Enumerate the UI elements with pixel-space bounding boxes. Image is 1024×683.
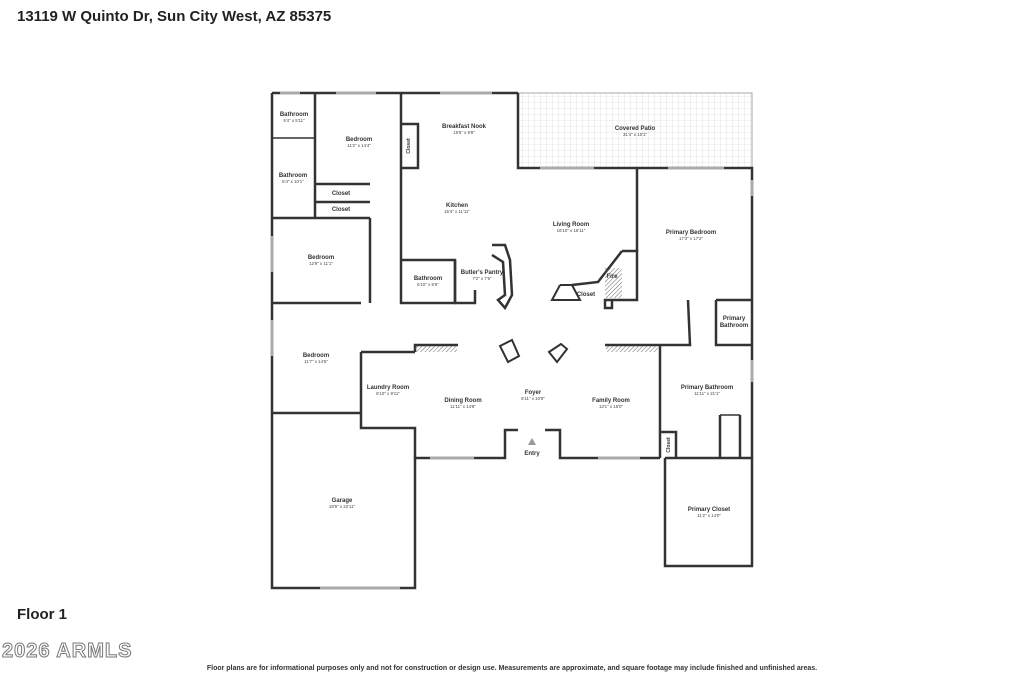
svg-text:6'11" x 10'9": 6'11" x 10'9" <box>521 396 545 401</box>
room-primary-bathroom: Primary Bathroom <box>681 385 733 391</box>
svg-text:Bathroom: Bathroom <box>720 323 748 329</box>
room-dining-room: Dining Room <box>444 398 481 404</box>
room-closet-primary: Closet <box>666 437 672 453</box>
svg-text:6'10" x 5'6": 6'10" x 5'6" <box>417 282 439 287</box>
svg-text:31'4" x 10'1": 31'4" x 10'1" <box>623 132 648 137</box>
room-garage: Garage <box>332 498 353 504</box>
room-fire: Fire <box>606 274 618 280</box>
svg-text:15'4" x 11'11": 15'4" x 11'11" <box>444 209 470 214</box>
svg-text:5'4" x 5'11": 5'4" x 5'11" <box>283 118 305 123</box>
svg-text:15'5" x 9'9": 15'5" x 9'9" <box>453 130 475 135</box>
entry-arrow-icon <box>528 438 536 445</box>
room-primary-closet: Primary Closet <box>688 507 730 513</box>
room-kitchen: Kitchen <box>446 203 468 209</box>
counter-right-hatch <box>606 346 658 352</box>
svg-text:13'1" x 15'0": 13'1" x 15'0" <box>599 404 624 409</box>
room-primary-bathroom-small: Primary <box>723 316 746 322</box>
foyer-column-right <box>547 342 569 364</box>
svg-text:16'10" x 16'11": 16'10" x 16'11" <box>557 228 586 233</box>
room-closet-a: Closet <box>332 191 350 197</box>
room-bedroom-top: Bedroom <box>346 137 372 143</box>
room-foyer: Foyer <box>525 390 542 396</box>
room-closet-b: Closet <box>332 207 350 213</box>
room-butlers-pantry: Butler's Pantry <box>461 270 504 276</box>
svg-text:11'2" x 14'4": 11'2" x 14'4" <box>347 143 371 148</box>
room-closet-kitchen: Closet <box>406 138 412 154</box>
room-living-room: Living Room <box>553 222 589 228</box>
room-bedroom-low: Bedroom <box>303 353 329 359</box>
svg-text:12'9" x 11'1": 12'9" x 11'1" <box>309 261 333 266</box>
listing-address: 13119 W Quinto Dr, Sun City West, AZ 853… <box>17 8 332 25</box>
room-bedroom-mid: Bedroom <box>308 255 334 261</box>
svg-text:11'11" x 21'1": 11'11" x 21'1" <box>694 391 720 396</box>
room-labels: Bathroom 5'4" x 5'11" Bedroom 11'2" x 14… <box>279 112 748 518</box>
room-entry: Entry <box>524 451 540 457</box>
svg-text:11'11" x 14'8": 11'11" x 14'8" <box>450 404 476 409</box>
room-closet-fire: Closet <box>577 292 595 298</box>
counter-left-hatch <box>415 346 457 352</box>
svg-text:6'10" x 9'11": 6'10" x 9'11" <box>376 391 400 396</box>
room-primary-bedroom: Primary Bedroom <box>666 230 716 236</box>
disclaimer-text: Floor plans are for informational purpos… <box>206 665 818 672</box>
room-bathroom-b: Bathroom <box>279 173 307 179</box>
svg-text:17'3" x 17'2": 17'3" x 17'2" <box>679 236 704 241</box>
floor-label: Floor 1 <box>17 606 68 623</box>
room-bathroom-a: Bathroom <box>280 112 308 118</box>
fireplace-hatch <box>605 268 622 298</box>
room-bathroom-c: Bathroom <box>414 276 442 282</box>
armls-watermark: 2026 ARMLS <box>1 640 133 663</box>
covered-patio-area <box>517 92 753 169</box>
windows <box>270 91 754 590</box>
foyer-column-left <box>498 338 521 364</box>
svg-text:5'4" x 10'1": 5'4" x 10'1" <box>282 179 304 184</box>
room-covered-patio: Covered Patio <box>615 126 656 132</box>
svg-text:18'9" x 22'11": 18'9" x 22'11" <box>329 504 356 509</box>
room-breakfast-nook: Breakfast Nook <box>442 124 487 130</box>
room-family-room: Family Room <box>592 398 630 404</box>
svg-text:11'7" x 14'6": 11'7" x 14'6" <box>304 359 328 364</box>
svg-text:7'2" x 7'6": 7'2" x 7'6" <box>472 276 492 281</box>
svg-text:11'2" x 14'0": 11'2" x 14'0" <box>697 513 721 518</box>
room-laundry-room: Laundry Room <box>367 385 409 391</box>
